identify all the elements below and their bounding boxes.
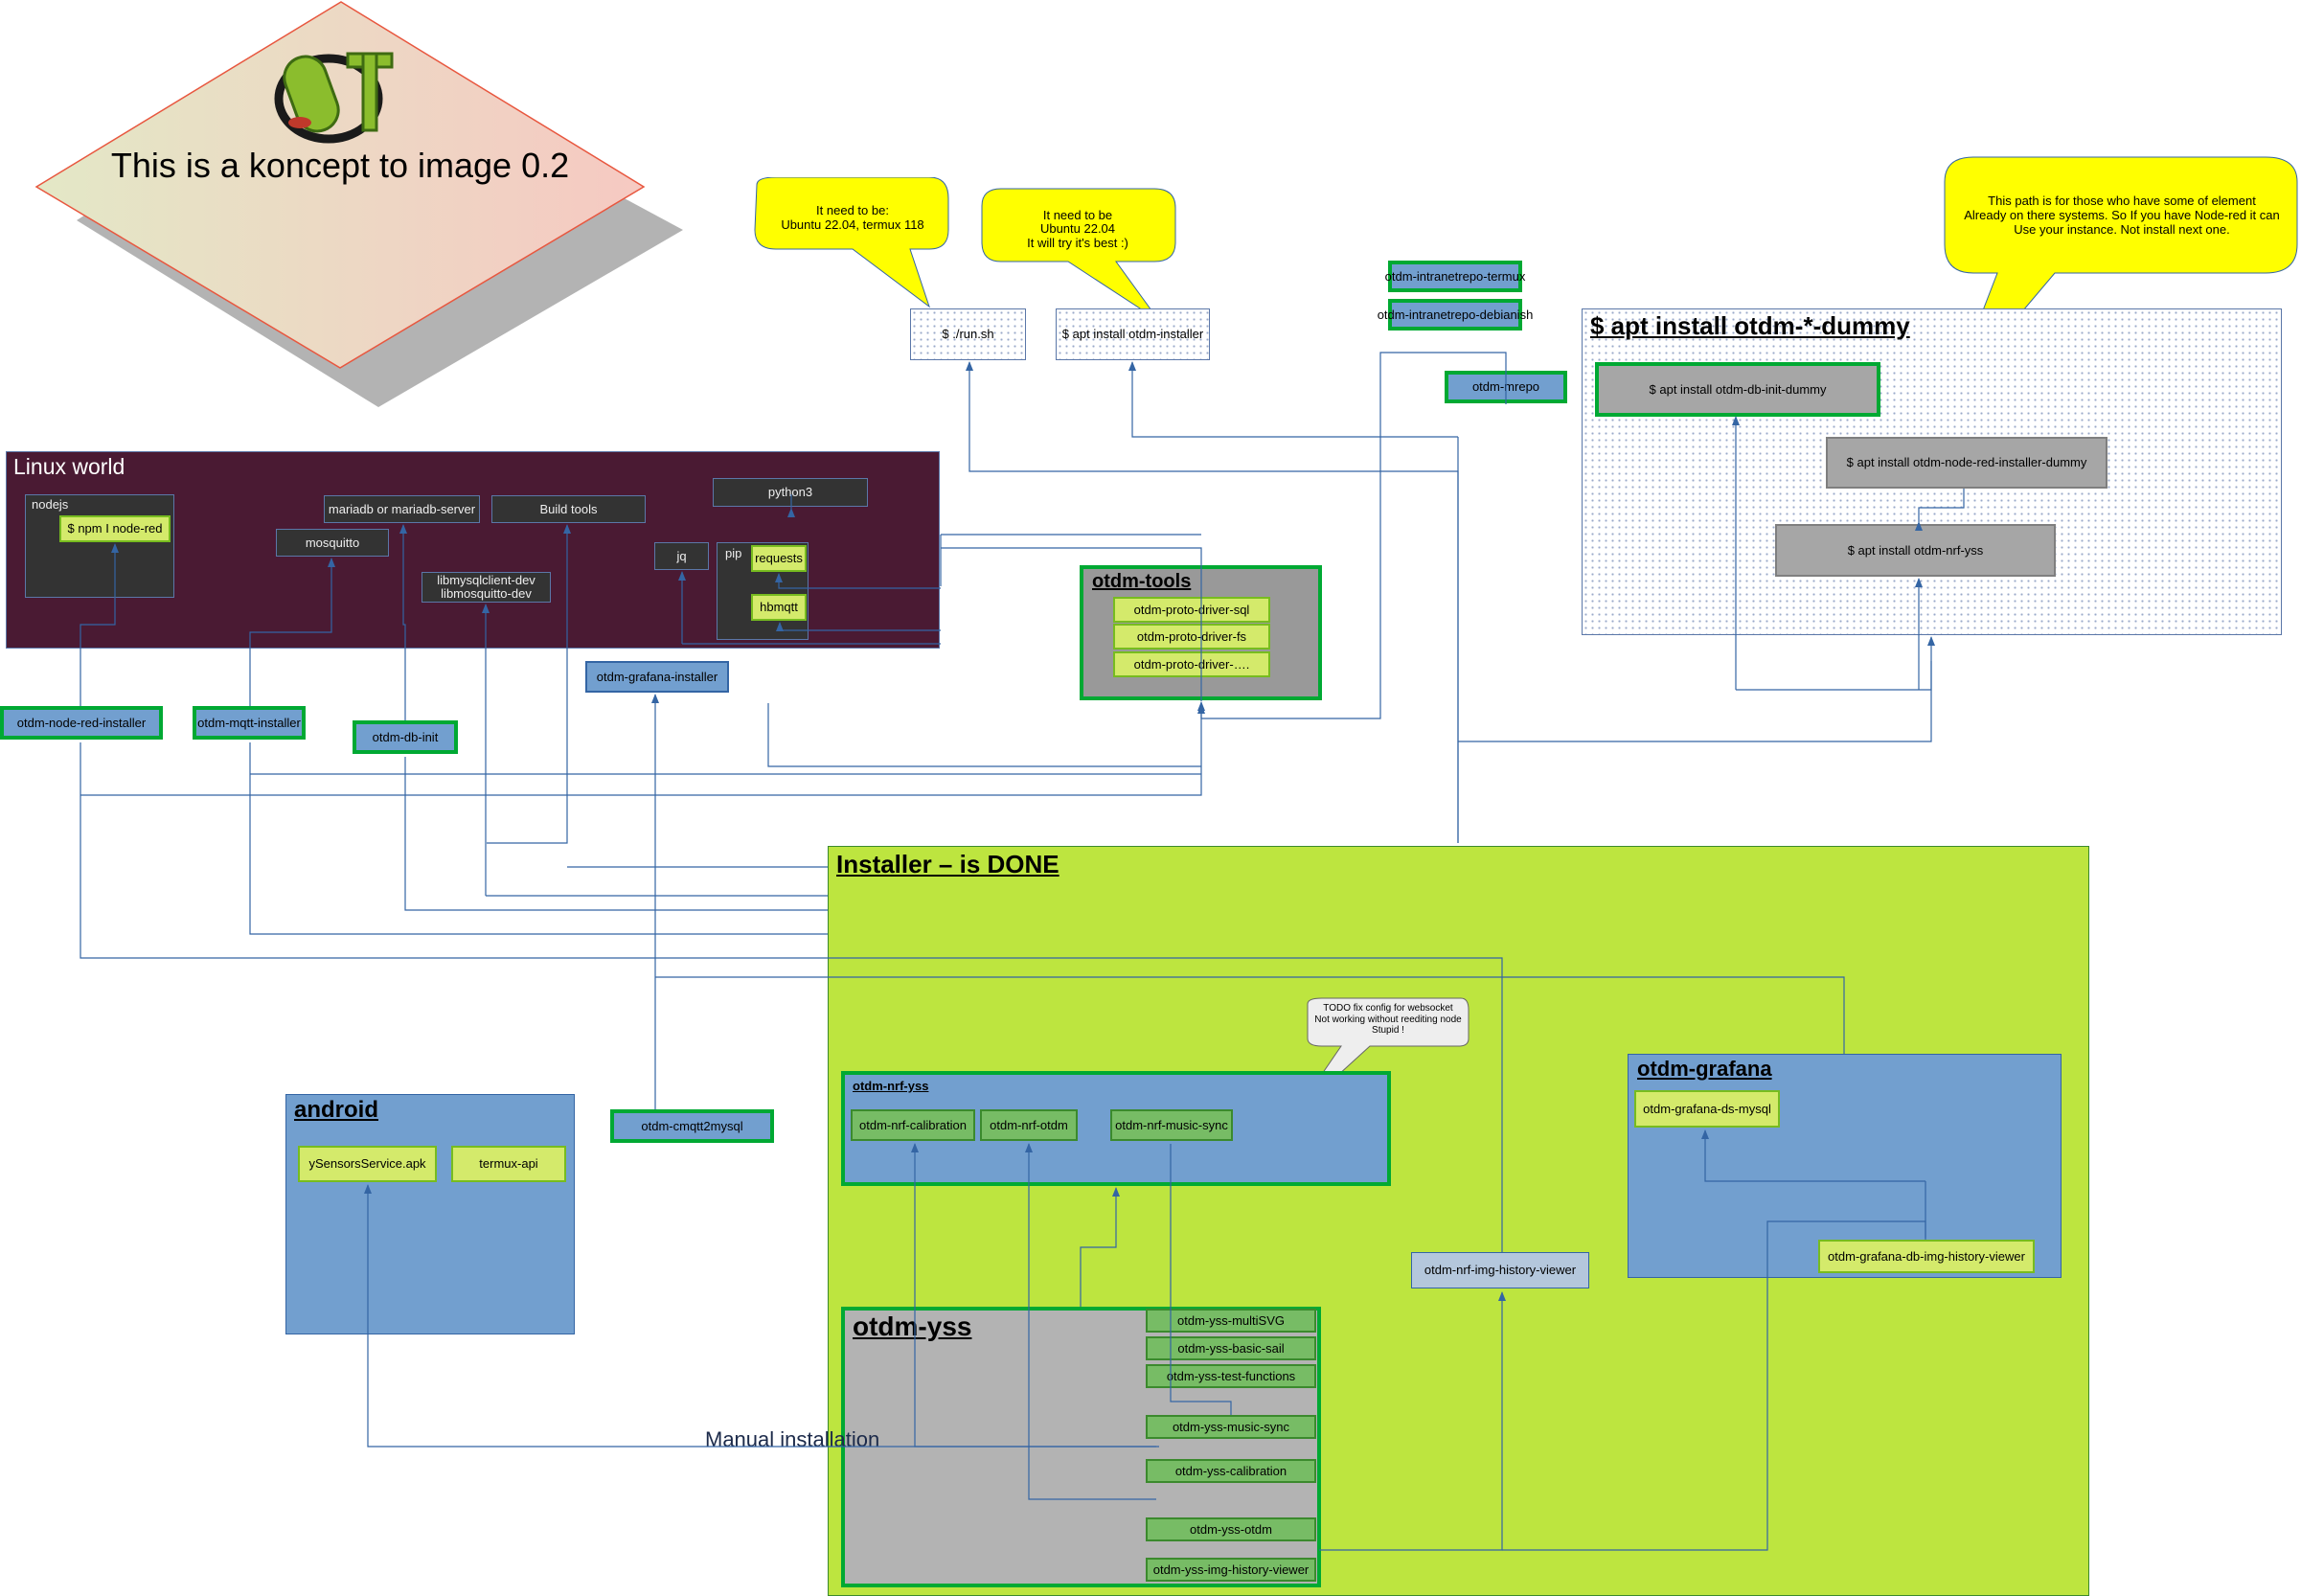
callout-apt-installer [981, 188, 1176, 322]
dummy-title: $ apt install otdm-*-dummy [1590, 311, 1910, 340]
yss-music-sync: otdm-yss-music-sync [1146, 1415, 1316, 1439]
apt-installer-command: $ apt install otdm-installer [1056, 308, 1210, 360]
linux-world-title: Linux world [13, 454, 125, 479]
nrf-music-sync: otdm-nrf-music-sync [1110, 1109, 1233, 1141]
callout-run-sh-text: It need to be: Ubuntu 22.04, termux 118 [781, 203, 924, 232]
nrf-otdm: otdm-nrf-otdm [980, 1109, 1078, 1141]
mariadb-box: mariadb or mariadb-server [324, 495, 480, 523]
repo-debianish: otdm-intranetrepo-debianish [1378, 299, 1533, 331]
callout-dummy-path [1944, 156, 2298, 399]
grafana-ds-mysql: otdm-grafana-ds-mysql [1634, 1090, 1780, 1128]
callout-websocket-text: TODO fix config for websocket Not workin… [1314, 1003, 1462, 1036]
pip-label: pip [725, 546, 742, 560]
termux-api: termux-api [451, 1146, 566, 1182]
requests-box: requests [751, 545, 807, 572]
node-red-installer: otdm-node-red-installer [0, 706, 163, 740]
build-tools-box: Build tools [491, 495, 646, 523]
grafana-installer: otdm-grafana-installer [585, 661, 729, 693]
libs-box: libmysqlclient-dev libmosquitto-dev [421, 572, 551, 603]
proto-driver-sql: otdm-proto-driver-sql [1113, 597, 1270, 623]
logo-title: This is a koncept to image 0.2 [110, 146, 570, 185]
nrf-img-history-viewer: otdm-nrf-img-history-viewer [1411, 1252, 1589, 1288]
installer-done-title: Installer – is DONE [836, 850, 1059, 878]
nrf-calibration: otdm-nrf-calibration [851, 1109, 975, 1141]
jq-box: jq [654, 542, 709, 570]
yss-img-history-viewer: otdm-yss-img-history-viewer [1146, 1558, 1316, 1582]
callout-run-sh [754, 177, 949, 308]
proto-driver-more: otdm-proto-driver-…. [1113, 651, 1270, 677]
mosquitto-box: mosquitto [276, 529, 389, 557]
ysensors-apk: ySensorsService.apk [298, 1146, 437, 1182]
run-sh-command: $ ./run.sh [910, 308, 1026, 360]
repo-termux: otdm-intranetrepo-termux [1385, 261, 1525, 292]
proto-driver-fs: otdm-proto-driver-fs [1113, 624, 1270, 650]
grafana-db-img-history-viewer: otdm-grafana-db-img-history-viewer [1818, 1240, 2035, 1273]
cmqtt2mysql: otdm-cmqtt2mysql [610, 1109, 774, 1143]
dummy-db-init: $ apt install otdm-db-init-dummy [1595, 362, 1880, 417]
callout-apt-installer-text: It need to be Ubuntu 22.04 It will try i… [1027, 208, 1128, 250]
dummy-nrf-yss: $ apt install otdm-nrf-yss [1775, 524, 2056, 577]
callout-dummy-path-text: This path is for those who have some of … [1964, 194, 2280, 237]
nrf-yss-title: otdm-nrf-yss [853, 1079, 929, 1093]
manual-installation-label: Manual installation [705, 1427, 880, 1451]
db-init: otdm-db-init [353, 720, 458, 754]
qt-logo-icon [271, 46, 410, 144]
hbmqtt-box: hbmqtt [751, 594, 807, 621]
yss-otdm: otdm-yss-otdm [1146, 1517, 1316, 1541]
python3-box: python3 [713, 478, 868, 507]
dummy-node-red: $ apt install otdm-node-red-installer-du… [1826, 437, 2107, 489]
otdm-grafana-title: otdm-grafana [1637, 1057, 1772, 1081]
yss-calibration: otdm-yss-calibration [1146, 1459, 1316, 1483]
repo-mrepo: otdm-mrepo [1445, 371, 1567, 403]
otdm-yss-title: otdm-yss [853, 1311, 972, 1341]
yss-basic-sail: otdm-yss-basic-sail [1146, 1336, 1316, 1360]
npm-node-red: $ npm I node-red [59, 515, 171, 542]
android-title: android [294, 1097, 378, 1123]
yss-test-functions: otdm-yss-test-functions [1146, 1364, 1316, 1388]
nodejs-label: nodejs [32, 497, 69, 512]
yss-multisvg: otdm-yss-multiSVG [1146, 1309, 1316, 1333]
otdm-tools-title: otdm-tools [1092, 571, 1192, 592]
logo-diamond [34, 1, 683, 407]
mqtt-installer: otdm-mqtt-installer [193, 706, 306, 740]
android-region [285, 1094, 575, 1334]
